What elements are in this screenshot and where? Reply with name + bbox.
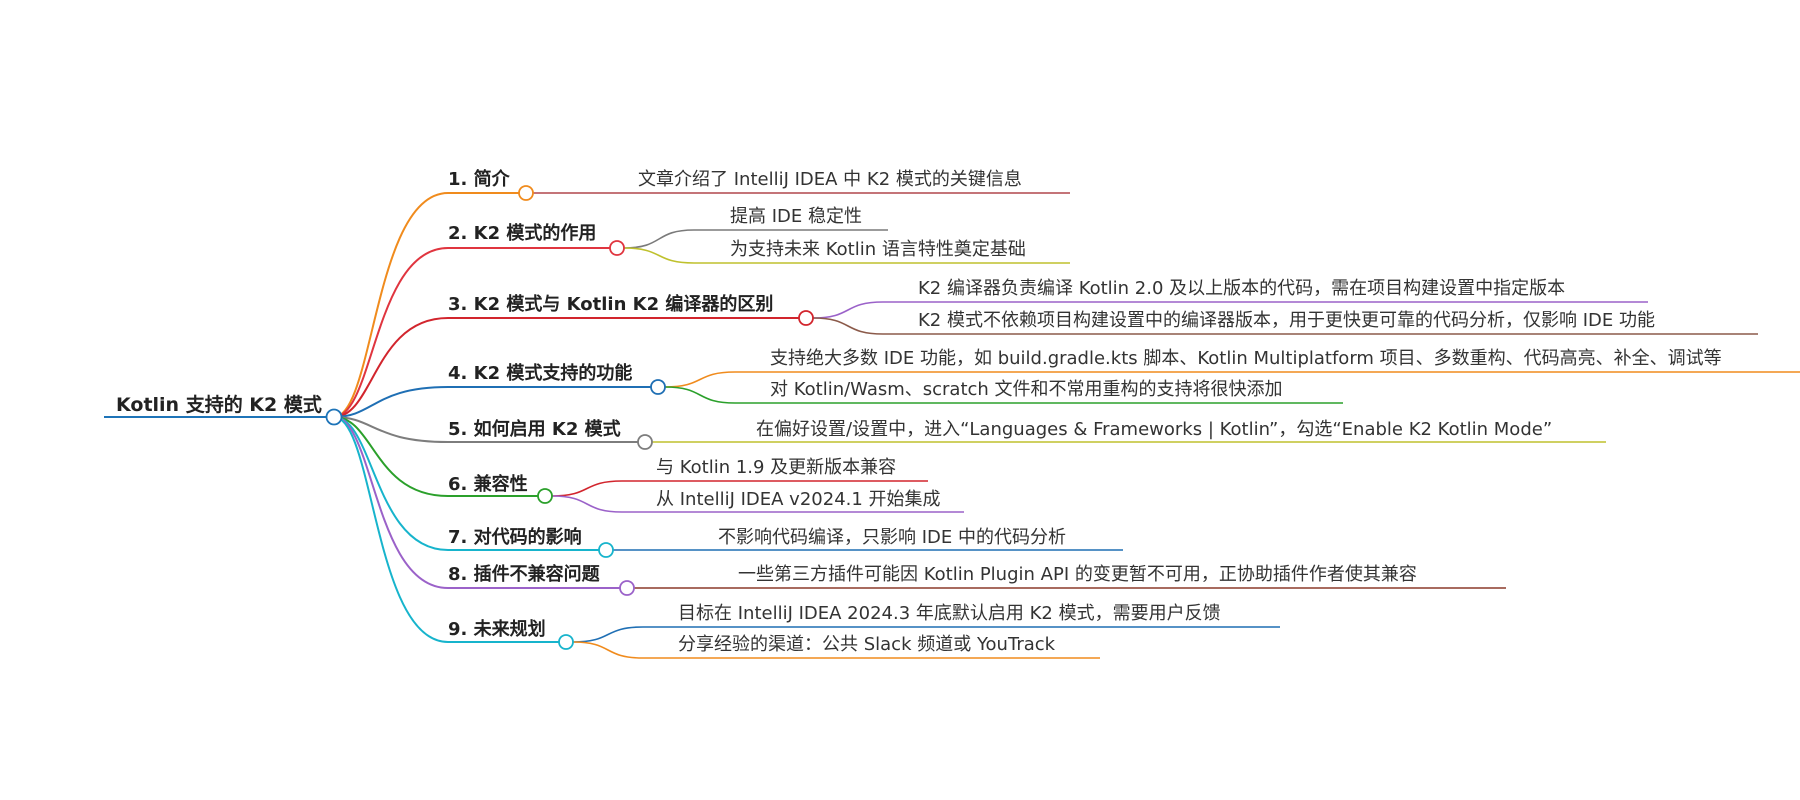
branch-5-connector bbox=[333, 416, 449, 443]
leaf-1-1[interactable]: 文章介绍了 IntelliJ IDEA 中 K2 模式的关键信息 bbox=[638, 169, 1022, 190]
leaf-3-1-connector bbox=[812, 301, 884, 319]
branch-1-connector bbox=[333, 192, 449, 418]
leaf-4-1[interactable]: 支持绝大多数 IDE 功能，如 build.gradle.kts 脚本、Kotl… bbox=[770, 348, 1722, 369]
branch-1-node bbox=[518, 185, 534, 201]
leaf-3-2[interactable]: K2 模式不依赖项目构建设置中的编译器版本，用于更快更可靠的代码分析，仅影响 I… bbox=[918, 310, 1655, 331]
leaf-8-1[interactable]: 一些第三方插件可能因 Kotlin Plugin API 的变更暂不可用，正协助… bbox=[738, 564, 1417, 585]
branch-4-node bbox=[650, 379, 666, 395]
branch-1-label[interactable]: 1. 简介 bbox=[448, 169, 510, 190]
branch-7-connector bbox=[333, 416, 449, 551]
branch-2-label[interactable]: 2. K2 模式的作用 bbox=[448, 223, 597, 244]
leaf-6-2-connector bbox=[551, 495, 623, 513]
leaf-6-2[interactable]: 从 IntelliJ IDEA v2024.1 开始集成 bbox=[656, 489, 941, 510]
branch-6-node bbox=[537, 488, 553, 504]
root-node bbox=[325, 408, 343, 426]
leaf-7-1[interactable]: 不影响代码编译，只影响 IDE 中的代码分析 bbox=[718, 527, 1066, 548]
root-topic[interactable]: Kotlin 支持的 K2 模式 bbox=[116, 394, 322, 416]
leaf-9-1[interactable]: 目标在 IntelliJ IDEA 2024.3 年底默认启用 K2 模式，需要… bbox=[678, 603, 1221, 624]
leaf-9-1-connector bbox=[572, 626, 644, 643]
branch-9-connector bbox=[333, 416, 449, 643]
leaf-9-2-connector bbox=[572, 641, 644, 659]
leaf-6-1-connector bbox=[551, 480, 623, 497]
branch-6-connector bbox=[333, 416, 449, 497]
branch-8-label[interactable]: 8. 插件不兼容问题 bbox=[448, 564, 600, 585]
leaf-4-1-connector bbox=[664, 371, 736, 388]
leaf-4-2-connector bbox=[664, 386, 736, 404]
branch-3-connector bbox=[333, 317, 449, 418]
branch-7-label[interactable]: 7. 对代码的影响 bbox=[448, 527, 582, 548]
branch-9-node bbox=[558, 634, 574, 650]
leaf-3-1[interactable]: K2 编译器负责编译 Kotlin 2.0 及以上版本的代码，需在项目构建设置中… bbox=[918, 278, 1566, 299]
branch-5-node bbox=[637, 434, 653, 450]
branch-2-node bbox=[609, 240, 625, 256]
leaf-5-1[interactable]: 在偏好设置/设置中，进入“Languages & Frameworks | Ko… bbox=[756, 419, 1553, 440]
branch-3-label[interactable]: 3. K2 模式与 Kotlin K2 编译器的区别 bbox=[448, 294, 774, 315]
branch-5-label[interactable]: 5. 如何启用 K2 模式 bbox=[448, 419, 621, 440]
leaf-2-1-connector bbox=[623, 229, 695, 249]
leaf-2-2-connector bbox=[623, 247, 695, 264]
branch-2-connector bbox=[333, 247, 449, 418]
branch-8-node bbox=[619, 580, 635, 596]
leaf-6-1[interactable]: 与 Kotlin 1.9 及更新版本兼容 bbox=[656, 457, 897, 478]
leaf-2-2[interactable]: 为支持未来 Kotlin 语言特性奠定基础 bbox=[730, 239, 1026, 260]
leaf-9-2[interactable]: 分享经验的渠道：公共 Slack 频道或 YouTrack bbox=[678, 634, 1056, 655]
branch-7-node bbox=[598, 542, 614, 558]
branch-6-label[interactable]: 6. 兼容性 bbox=[448, 474, 528, 495]
branch-9-label[interactable]: 9. 未来规划 bbox=[448, 619, 546, 640]
leaf-4-2[interactable]: 对 Kotlin/Wasm、scratch 文件和不常用重构的支持将很快添加 bbox=[770, 379, 1283, 400]
branch-8-connector bbox=[333, 416, 449, 589]
leaf-2-1[interactable]: 提高 IDE 稳定性 bbox=[730, 206, 862, 227]
branch-3-node bbox=[798, 310, 814, 326]
leaf-3-2-connector bbox=[812, 317, 884, 335]
branch-4-connector bbox=[333, 386, 449, 418]
branch-4-label[interactable]: 4. K2 模式支持的功能 bbox=[448, 363, 633, 384]
